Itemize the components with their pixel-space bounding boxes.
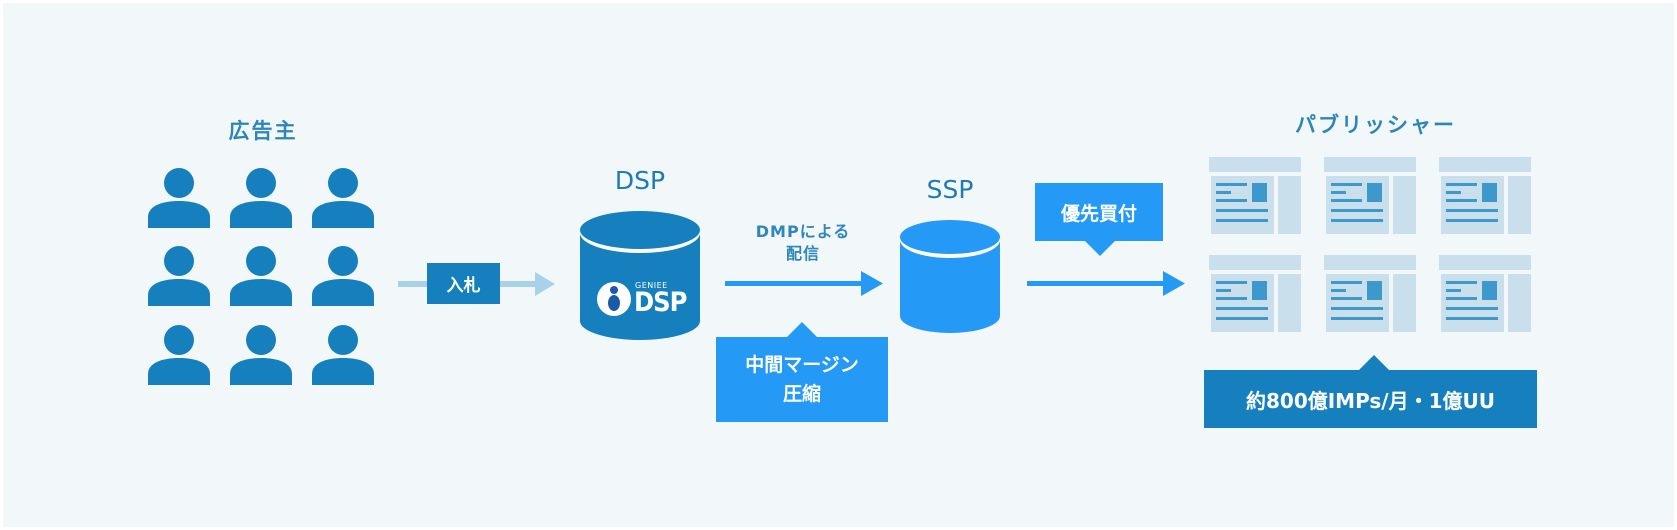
person-icon: [230, 325, 292, 385]
person-icon: [312, 325, 374, 385]
advertiser-title: 広告主: [228, 119, 298, 143]
geniee-logo-icon: [597, 282, 631, 316]
bid-label: 入札: [427, 263, 500, 304]
priority-callout-pointer: [1084, 240, 1116, 256]
diagram-canvas: 広告主 入札 DSP GENIEE DSP DMPによる 配信 中間マージ: [3, 3, 1674, 527]
dmp-caption: DMPによる 配信: [723, 221, 883, 265]
ssp-title: SSP: [926, 175, 974, 204]
publisher-stats-text: 約800億IMPs/月・1億UU: [1245, 388, 1495, 413]
margin-callout-line1: 中間マージン: [745, 353, 859, 376]
bid-label-text: 入札: [446, 276, 481, 296]
web-page-icon: [1439, 255, 1531, 332]
person-icon: [312, 168, 374, 228]
geniee-logo-large: DSP: [634, 287, 687, 318]
web-page-icon: [1209, 255, 1301, 332]
web-page-icon: [1324, 255, 1416, 332]
priority-callout: 優先買付: [1035, 183, 1163, 241]
dmp-caption-line2: 配信: [785, 244, 820, 263]
margin-callout: 中間マージン 圧縮: [716, 322, 888, 422]
person-icon: [148, 246, 210, 306]
dsp-title: DSP: [614, 166, 666, 195]
publisher-stats-callout: 約800億IMPs/月・1億UU: [1204, 370, 1537, 428]
person-icon: [230, 246, 292, 306]
person-icon: [148, 325, 210, 385]
margin-callout-line2: 圧縮: [782, 382, 821, 405]
ssp-database-icon: [900, 220, 1000, 333]
ssp-to-publisher-arrow: [1027, 271, 1185, 296]
person-icon: [148, 168, 210, 228]
web-page-icon: [1439, 157, 1531, 234]
publisher-stats-pointer: [1358, 355, 1390, 371]
person-icon: [312, 246, 374, 306]
geniee-dsp-logo: GENIEE DSP: [597, 279, 697, 323]
priority-callout-label: 優先買付: [1060, 202, 1137, 225]
dmp-caption-line1: DMPによる: [755, 222, 851, 241]
geniee-logo-small: GENIEE: [635, 281, 668, 290]
web-page-icon: [1324, 157, 1416, 234]
dmp-arrow: [725, 271, 883, 296]
web-page-icon: [1209, 157, 1301, 234]
person-icon: [230, 168, 292, 228]
publisher-title: パブリッシャー: [1295, 113, 1456, 137]
